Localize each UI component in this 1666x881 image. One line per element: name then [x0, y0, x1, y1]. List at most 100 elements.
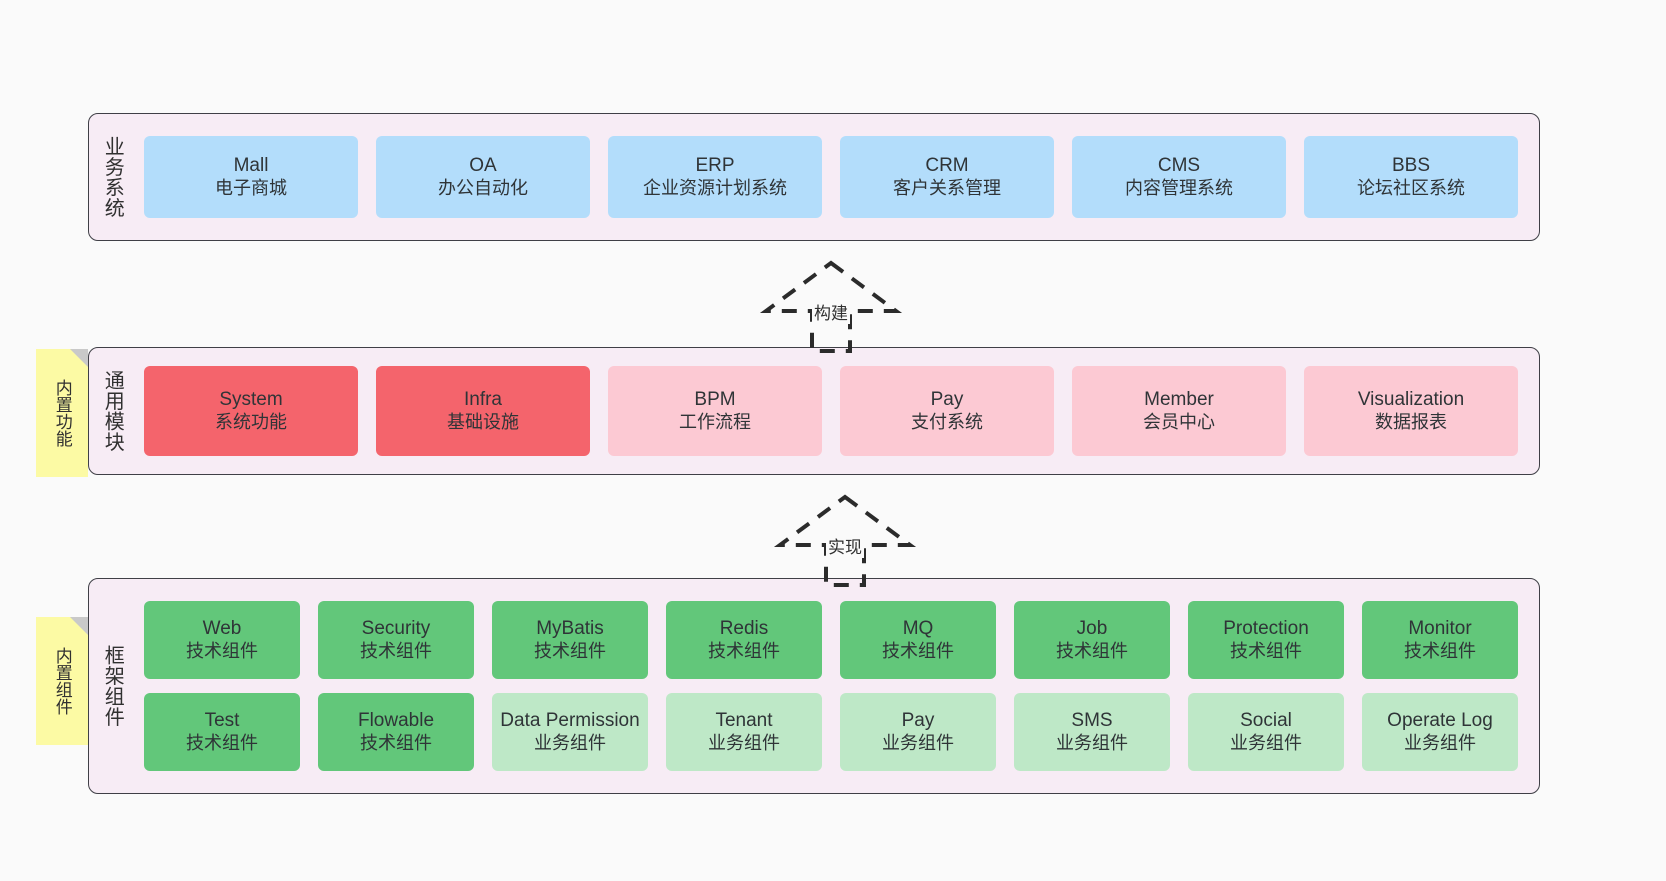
cell-web[interactable]: Web 技术组件 — [144, 601, 300, 679]
cell-tenant[interactable]: Tenant 业务组件 — [666, 693, 822, 771]
cell-title: MyBatis — [536, 618, 604, 640]
cell-mq[interactable]: MQ 技术组件 — [840, 601, 996, 679]
layer-framework-components: 框架组件 Web 技术组件 Security 技术组件 MyBatis 技术组件… — [88, 578, 1540, 794]
cell-erp[interactable]: ERP 企业资源计划系统 — [608, 136, 822, 218]
cell-data-permission[interactable]: Data Permission 业务组件 — [492, 693, 648, 771]
cell-subtitle: 业务组件 — [1404, 732, 1476, 753]
cell-subtitle: 企业资源计划系统 — [643, 177, 787, 198]
cell-title: Visualization — [1357, 389, 1465, 411]
cell-subtitle: 技术组件 — [534, 640, 606, 661]
note-builtin-functions: 内置功能 — [36, 349, 88, 477]
cell-security[interactable]: Security 技术组件 — [318, 601, 474, 679]
cell-subtitle: 技术组件 — [708, 640, 780, 661]
cell-subtitle: 技术组件 — [1056, 640, 1128, 661]
cell-title: ERP — [695, 155, 735, 177]
cell-subtitle: 论坛社区系统 — [1357, 177, 1465, 198]
connector-implement: 实现 — [760, 489, 930, 589]
cell-title: OA — [469, 155, 497, 177]
cell-title: Web — [202, 618, 242, 640]
cell-flowable[interactable]: Flowable 技术组件 — [318, 693, 474, 771]
cell-bpm[interactable]: BPM 工作流程 — [608, 366, 822, 456]
connector-implement-label: 实现 — [826, 533, 864, 558]
cell-title: MQ — [902, 618, 934, 640]
cell-subtitle: 支付系统 — [911, 411, 983, 432]
cell-title: CRM — [925, 155, 969, 177]
cell-subtitle: 内容管理系统 — [1125, 177, 1233, 198]
cell-crm[interactable]: CRM 客户关系管理 — [840, 136, 1054, 218]
note-label: 内置组件 — [52, 647, 72, 715]
cell-subtitle: 基础设施 — [447, 411, 519, 432]
cell-pay-component[interactable]: Pay 业务组件 — [840, 693, 996, 771]
layer-common-modules: 通用模块 System 系统功能 Infra 基础设施 BPM 工作流程 Pay… — [88, 347, 1540, 475]
cell-pay-module[interactable]: Pay 支付系统 — [840, 366, 1054, 456]
cell-operate-log[interactable]: Operate Log 业务组件 — [1362, 693, 1518, 771]
cell-cms[interactable]: CMS 内容管理系统 — [1072, 136, 1286, 218]
connector-build-label: 构建 — [812, 299, 850, 324]
cell-title: System — [219, 389, 283, 411]
cell-infra[interactable]: Infra 基础设施 — [376, 366, 590, 456]
cell-mall[interactable]: Mall 电子商城 — [144, 136, 358, 218]
cell-subtitle: 办公自动化 — [438, 177, 528, 198]
cell-social[interactable]: Social 业务组件 — [1188, 693, 1344, 771]
cell-title: Flowable — [357, 710, 435, 732]
cell-oa[interactable]: OA 办公自动化 — [376, 136, 590, 218]
cell-title: Protection — [1223, 618, 1309, 640]
cell-title: BPM — [694, 389, 736, 411]
cell-title: Test — [204, 710, 240, 732]
cell-protection[interactable]: Protection 技术组件 — [1188, 601, 1344, 679]
cell-subtitle: 系统功能 — [215, 411, 287, 432]
cell-visualization[interactable]: Visualization 数据报表 — [1304, 366, 1518, 456]
cell-title: Pay — [901, 710, 935, 732]
cell-subtitle: 客户关系管理 — [893, 177, 1001, 198]
cell-subtitle: 技术组件 — [882, 640, 954, 661]
cell-subtitle: 技术组件 — [360, 640, 432, 661]
cell-title: Job — [1076, 618, 1108, 640]
connector-build: 构建 — [746, 255, 916, 355]
cell-title: Redis — [719, 618, 769, 640]
cell-subtitle: 技术组件 — [1230, 640, 1302, 661]
cell-mybatis[interactable]: MyBatis 技术组件 — [492, 601, 648, 679]
cell-subtitle: 会员中心 — [1143, 411, 1215, 432]
cell-title: CMS — [1157, 155, 1201, 177]
cell-subtitle: 技术组件 — [186, 732, 258, 753]
cell-monitor[interactable]: Monitor 技术组件 — [1362, 601, 1518, 679]
framework-row-technical: Web 技术组件 Security 技术组件 MyBatis 技术组件 Redi… — [135, 601, 1527, 679]
cell-title: Member — [1144, 389, 1214, 411]
cell-test[interactable]: Test 技术组件 — [144, 693, 300, 771]
cell-title: Mall — [233, 155, 269, 177]
layer-title-business-systems: 业务系统 — [101, 136, 124, 218]
cell-system[interactable]: System 系统功能 — [144, 366, 358, 456]
layer-body-common-modules: System 系统功能 Infra 基础设施 BPM 工作流程 Pay 支付系统… — [135, 348, 1539, 474]
cell-member[interactable]: Member 会员中心 — [1072, 366, 1286, 456]
cell-subtitle: 工作流程 — [679, 411, 751, 432]
cell-title: Pay — [930, 389, 964, 411]
cell-sms[interactable]: SMS 业务组件 — [1014, 693, 1170, 771]
cell-subtitle: 业务组件 — [1056, 732, 1128, 753]
cell-subtitle: 技术组件 — [186, 640, 258, 661]
cell-subtitle: 技术组件 — [1404, 640, 1476, 661]
layer-title-framework-components: 框架组件 — [101, 645, 124, 727]
note-builtin-components: 内置组件 — [36, 617, 88, 745]
cell-subtitle: 电子商城 — [215, 177, 287, 198]
cell-title: Infra — [463, 389, 503, 411]
cell-title: Monitor — [1408, 618, 1472, 640]
layer-title-common-modules: 通用模块 — [101, 370, 124, 452]
cell-title: Tenant — [715, 710, 773, 732]
cell-subtitle: 业务组件 — [708, 732, 780, 753]
cell-subtitle: 技术组件 — [360, 732, 432, 753]
cell-subtitle: 业务组件 — [1230, 732, 1302, 753]
layer-body-business-systems: Mall 电子商城 OA 办公自动化 ERP 企业资源计划系统 CRM 客户关系… — [135, 114, 1539, 240]
cell-subtitle: 业务组件 — [882, 732, 954, 753]
cell-title: Security — [361, 618, 431, 640]
layer-business-systems: 业务系统 Mall 电子商城 OA 办公自动化 ERP 企业资源计划系统 CRM… — [88, 113, 1540, 241]
cell-redis[interactable]: Redis 技术组件 — [666, 601, 822, 679]
cell-job[interactable]: Job 技术组件 — [1014, 601, 1170, 679]
cell-subtitle: 数据报表 — [1375, 411, 1447, 432]
cell-bbs[interactable]: BBS 论坛社区系统 — [1304, 136, 1518, 218]
framework-row-business: Test 技术组件 Flowable 技术组件 Data Permission … — [135, 693, 1527, 771]
cell-title: Social — [1240, 710, 1292, 732]
cell-subtitle: 业务组件 — [534, 732, 606, 753]
layer-body-framework-components: Web 技术组件 Security 技术组件 MyBatis 技术组件 Redi… — [135, 579, 1539, 793]
cell-title: BBS — [1391, 155, 1431, 177]
